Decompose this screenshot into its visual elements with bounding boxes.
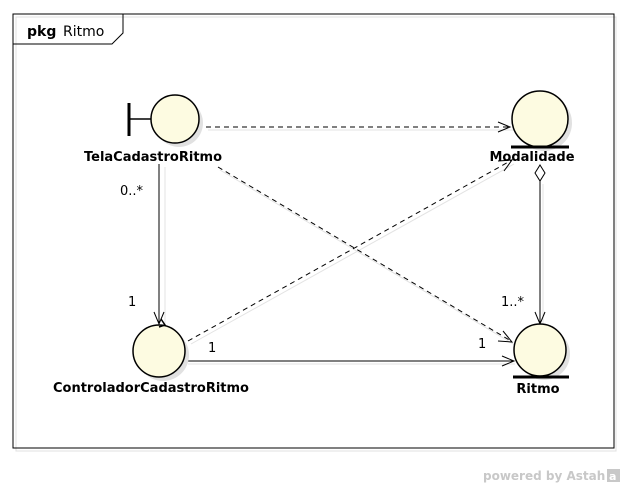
multiplicity-label: 1	[208, 341, 216, 356]
connections	[153, 121, 546, 367]
entity-icon-modalidade	[511, 90, 570, 149]
dependency-tela-modalidade	[206, 121, 512, 133]
watermark-text: powered by Astah	[483, 469, 605, 483]
dependency-controlador-modalidade	[187, 159, 514, 342]
multiplicity-label: 1	[128, 295, 136, 310]
astah-logo-icon: a	[607, 469, 620, 483]
entity-class-name-ritmo: Ritmo	[516, 382, 559, 397]
entity-icon-ritmo	[513, 323, 569, 379]
entity-class-name-modalidade: Modalidade	[489, 150, 574, 165]
package-frame	[12, 13, 617, 452]
association-tela-controlador	[153, 164, 165, 326]
dependency-tela-ritmo	[217, 166, 514, 343]
control-icon	[132, 318, 187, 379]
boundary-icon	[127, 94, 201, 145]
package-name: Ritmo	[63, 24, 104, 40]
aggregation-modalidade-ritmo	[534, 164, 546, 326]
control-class-name: ControladorCadastroRitmo	[53, 381, 249, 396]
multiplicity-label: 0..*	[120, 184, 144, 199]
boundary-class-name: TelaCadastroRitmo	[84, 150, 222, 165]
multiplicity-label: 1	[478, 337, 486, 352]
association-controlador-ritmo	[185, 355, 516, 367]
multiplicity-label: 1..*	[501, 295, 525, 310]
package-keyword: pkg	[27, 24, 56, 40]
astah-logo-letter: a	[609, 470, 616, 483]
